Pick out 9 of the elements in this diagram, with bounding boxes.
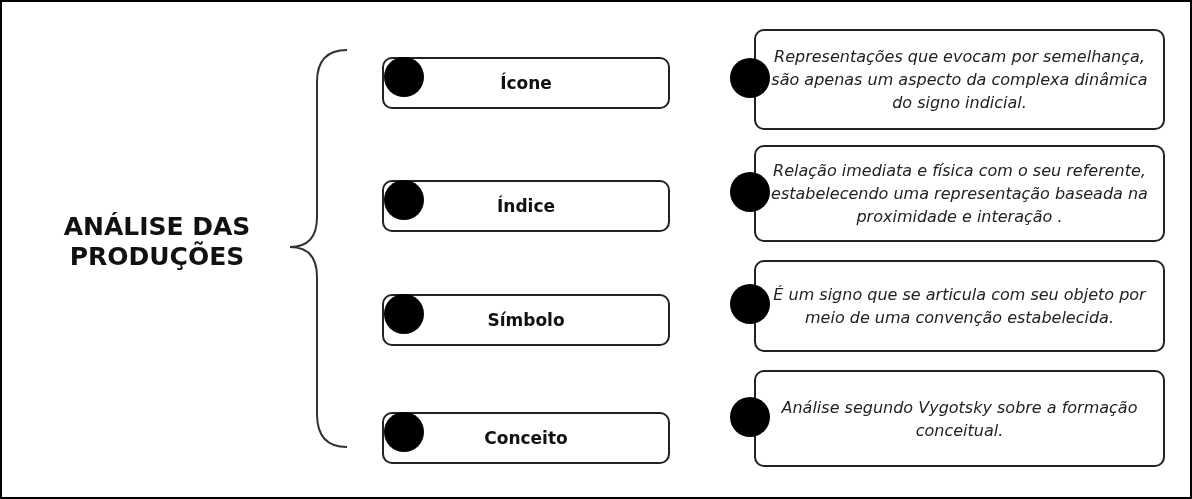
description-box: É um signo que se articula com seu objeto por meio de uma convenção estabelecida. bbox=[754, 260, 1165, 352]
term-box: Ícone bbox=[382, 57, 670, 109]
term-box: Símbolo bbox=[382, 294, 670, 346]
term-box: Conceito bbox=[382, 412, 670, 464]
description-box: Análise segundo Vygotsky sobre a formação conceitual. bbox=[754, 370, 1165, 467]
term-box: Índice bbox=[382, 180, 670, 232]
description-box: Relação imediata e física com o seu referente, estabelecendo uma representação baseada na proximidade e interação . bbox=[754, 145, 1165, 242]
description-box: Representações que evocam por semelhança, são apenas um aspecto da complexa dinâmica do signo indicial. bbox=[754, 29, 1165, 130]
heading-text: ANÁLISE DAS PRODUÇÕES bbox=[32, 192, 282, 292]
